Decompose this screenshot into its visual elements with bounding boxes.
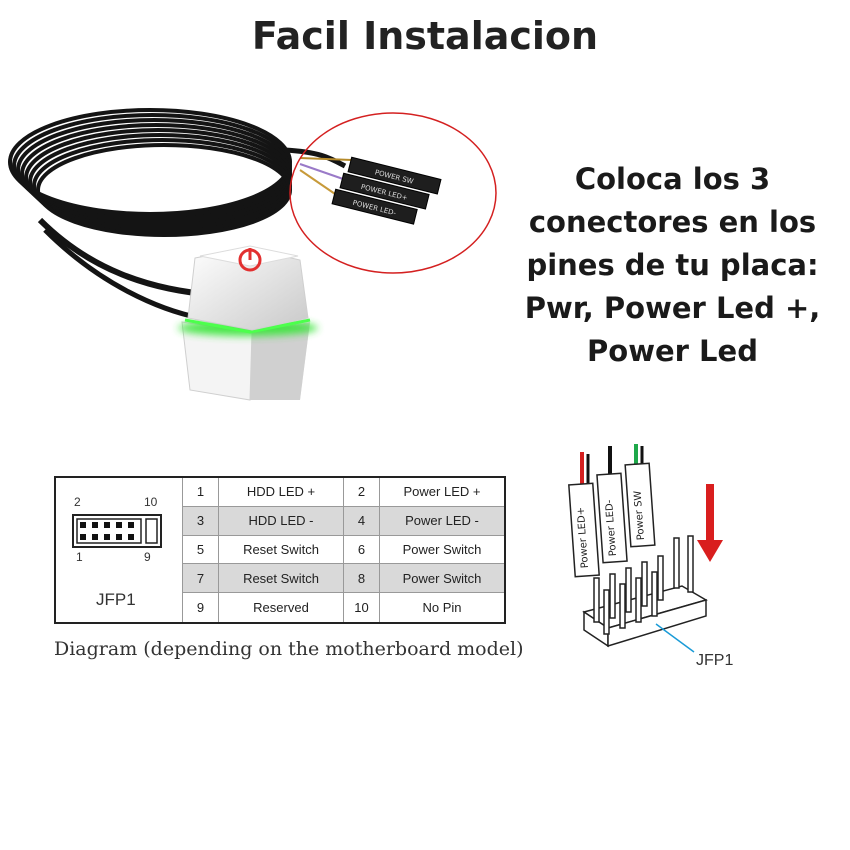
table-row: 9 Reserved 10 No Pin [182,593,504,622]
insert-arrow-icon [697,484,723,562]
pin-number: 4 [343,506,379,535]
pin-function: HDD LED + [218,478,343,506]
pin-function: Power Switch [379,535,504,564]
jfp1-header-label: JFP1 [696,652,734,669]
coiled-cable [8,108,292,237]
pin-function: Power LED + [379,478,504,506]
connector-highlight-circle [289,112,497,274]
pin-number: 7 [182,564,218,593]
pin-number: 1 [182,478,218,506]
pin-header-icon [72,514,162,548]
instruction-line: Coloca los 3 [574,162,771,196]
page-title: Facil Instalacion [251,14,599,58]
pin-number: 3 [182,506,218,535]
pin-function: HDD LED - [218,506,343,535]
power-button-cap [178,245,318,401]
motherboard-pin-header [582,535,708,648]
power-button-cable-illustration: POWER SW POWER LED+ POWER LED- [8,108,497,401]
pin-number: 2 [343,478,379,506]
pin-function: Reset Switch [218,535,343,564]
header-name: JFP1 [96,590,136,609]
jfp1-header-drawing: 2 10 1 9 JFP1 [56,478,182,622]
table-row: 5 Reset Switch 6 Power Switch [182,535,504,565]
pin-number-top-right: 10 [144,495,158,509]
pin-number: 5 [182,535,218,564]
pin-number-bottom-right: 9 [144,550,151,564]
plug-label-power-led-plus: Power LED+ [576,507,591,569]
jfp1-pin-table: 2 10 1 9 JFP1 1 HDD LED + 2 Power LED + … [54,476,506,624]
instruction-line: pines de tu placa: [526,248,819,282]
connector-plugs: POWER SW POWER LED+ POWER LED- [331,156,442,225]
pin-number: 10 [343,593,379,622]
instruction-line: Power Led [587,334,758,368]
pin-function: Power LED - [379,506,504,535]
pin-function: Power Switch [379,564,504,593]
pin-number-bottom-left: 1 [76,550,83,564]
pin-function: Reserved [218,593,343,622]
pin-function: Reset Switch [218,564,343,593]
pin-grid: 1 HDD LED + 2 Power LED + 3 HDD LED - 4 … [182,478,504,622]
table-row: 7 Reset Switch 8 Power Switch [182,564,504,594]
jfp1-pointer-line [655,623,695,653]
table-row: 1 HDD LED + 2 Power LED + [182,478,504,507]
installation-instructions: Coloca los 3 conectores en los pines de … [505,158,840,373]
instruction-line: Pwr, Power Led +, [524,291,821,325]
table-row: 3 HDD LED - 4 Power LED - [182,506,504,536]
pin-number-top-left: 2 [74,495,81,509]
pin-number: 9 [182,593,218,622]
instruction-line: conectores en los [528,205,817,239]
connection-diagram: Power LED+ Power LED- Power SW [568,444,723,653]
pin-number: 6 [343,535,379,564]
pin-number: 8 [343,564,379,593]
diagram-caption: Diagram (depending on the motherboard mo… [54,638,524,660]
plug-label-power-led-minus: Power LED- [604,499,619,557]
plug-label-power-sw: Power SW [633,490,647,540]
pin-function: No Pin [379,593,504,622]
